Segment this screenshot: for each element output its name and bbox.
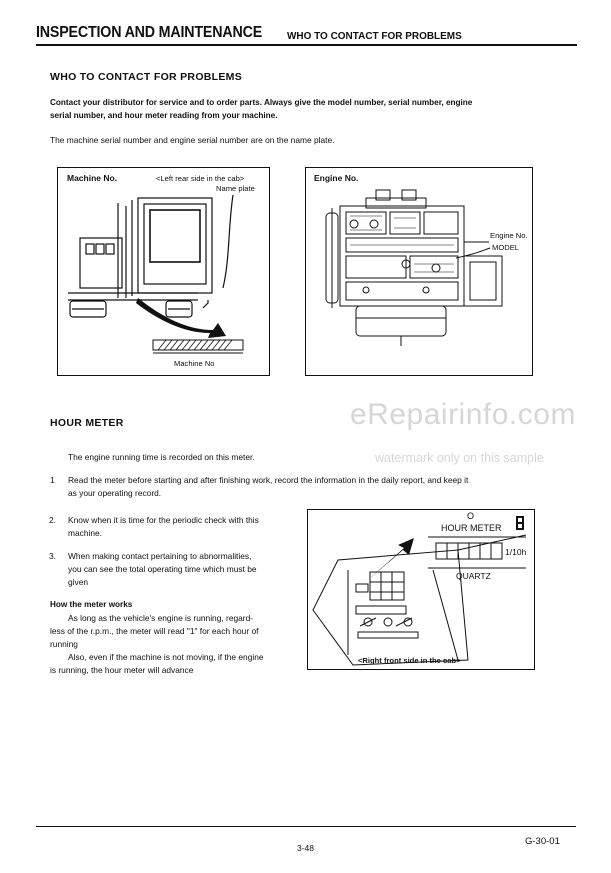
machine-figure-box: Machine No. <Left rear side in the cab> … bbox=[57, 167, 270, 376]
engine-no-callout: Engine No. bbox=[490, 231, 528, 240]
hour-meter-title: HOUR METER bbox=[50, 417, 124, 429]
engine-figure-box: Engine No. Engine No. MODEL bbox=[305, 167, 533, 376]
watermark-site: eRepairinfo.com bbox=[350, 398, 576, 431]
item-3-line2: you can see the total operating time whi… bbox=[68, 564, 257, 574]
item-3-number: 3. bbox=[49, 551, 56, 561]
how-line-4: Also, even if the machine is not moving,… bbox=[68, 652, 264, 662]
item-1-line2: as your operating record. bbox=[68, 488, 162, 498]
hour-meter-label: HOUR METER bbox=[441, 523, 502, 533]
section-header: INSPECTION AND MAINTENANCE bbox=[36, 24, 263, 41]
hour-meter-illustration bbox=[312, 516, 527, 666]
engine-illustration bbox=[325, 189, 503, 346]
meter-circle-mark: O bbox=[467, 511, 475, 521]
meter-location-caption: <Right front side in the cab> bbox=[358, 656, 461, 665]
how-line-5: is running, the hour meter will advance bbox=[50, 665, 194, 675]
machine-no-caption: Machine No bbox=[174, 359, 215, 368]
item-3-line1: When making contact pertaining to abnorm… bbox=[68, 551, 252, 561]
excavator-cab-illustration bbox=[68, 194, 244, 354]
contact-intro-line1: Contact your distributor for service and… bbox=[50, 98, 473, 107]
plate-note: The machine serial number and engine ser… bbox=[50, 135, 335, 145]
item-2-line1: Know when it is time for the periodic ch… bbox=[68, 515, 259, 525]
model-callout: MODEL bbox=[492, 243, 520, 252]
watermark-note: watermark only on this sample bbox=[375, 451, 544, 465]
document-code: G-30-01 bbox=[525, 836, 560, 847]
quartz-label: QUARTZ bbox=[456, 571, 491, 581]
item-3-line3: given bbox=[68, 577, 89, 587]
machine-location-label: <Left rear side in the cab> bbox=[156, 174, 245, 183]
how-line-2: less of the r.p.m., the meter will read … bbox=[50, 626, 259, 636]
footer-rule bbox=[36, 826, 576, 827]
contact-intro-line2: serial number, and hour meter reading fr… bbox=[50, 111, 278, 120]
item-1-number: 1 bbox=[50, 475, 55, 485]
how-line-1: As long as the vehicle's engine is runni… bbox=[68, 613, 254, 623]
subsection-header: WHO TO CONTACT FOR PROBLEMS bbox=[287, 30, 462, 42]
machine-no-label: Machine No. bbox=[67, 173, 118, 183]
contact-title: WHO TO CONTACT FOR PROBLEMS bbox=[50, 71, 243, 83]
how-line-3: running bbox=[50, 639, 78, 649]
item-2-line2: machine. bbox=[68, 528, 102, 538]
hour-meter-intro: The engine running time is recorded on t… bbox=[68, 452, 255, 462]
item-2-number: 2. bbox=[49, 515, 56, 525]
engine-no-label: Engine No. bbox=[314, 173, 359, 183]
item-1-line1: Read the meter before starting and after… bbox=[68, 475, 469, 485]
how-meter-works-title: How the meter works bbox=[50, 600, 133, 609]
header-rule bbox=[36, 44, 577, 46]
name-plate-label: Name plate bbox=[216, 184, 255, 193]
page-number: 3-48 bbox=[297, 843, 315, 853]
hour-meter-figure-box: O HOUR METER 1/10h QUARTZ <Right front s… bbox=[307, 509, 535, 670]
meter-unit-label: 1/10h bbox=[505, 547, 527, 557]
